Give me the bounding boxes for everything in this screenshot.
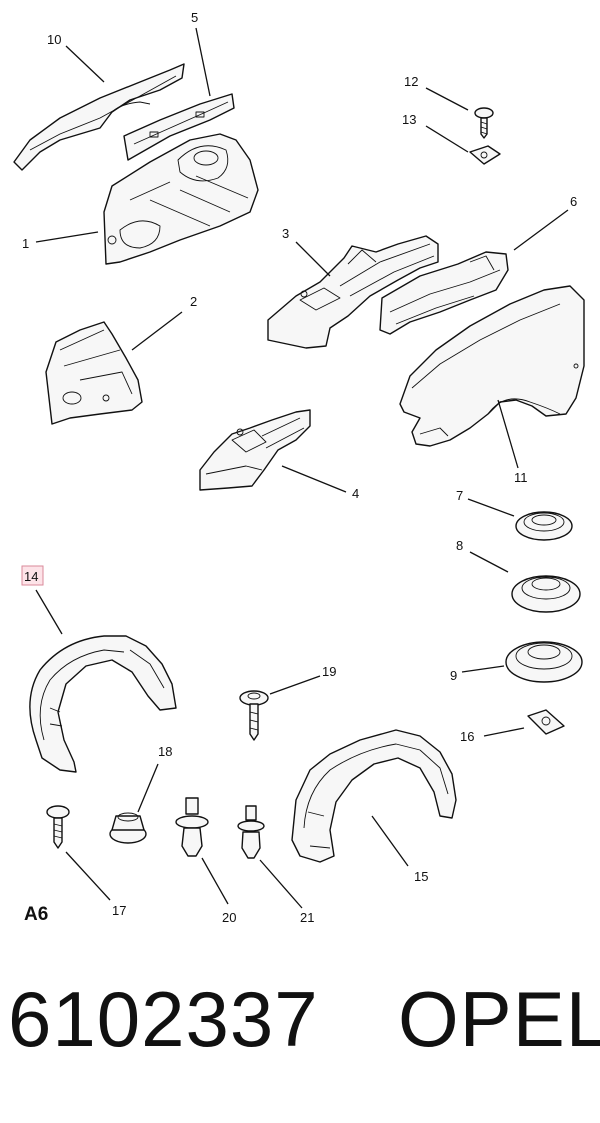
callout-20: 20	[222, 910, 236, 925]
callout-12: 12	[404, 74, 418, 89]
part-21-plastic-rivet	[237, 805, 265, 859]
callout-6: 6	[570, 194, 577, 209]
part-1-inner-wheelhouse	[103, 133, 259, 265]
callout-3: 3	[282, 226, 289, 241]
part-7-grommet-small	[515, 511, 573, 541]
callout-9: 9	[450, 668, 457, 683]
callout-18: 18	[158, 744, 172, 759]
section-label: A6	[24, 904, 49, 925]
part-4-lower-longitudinal-member	[199, 409, 311, 491]
part-12-bolt	[474, 107, 494, 139]
part-9-grommet-large	[505, 641, 583, 683]
callout-19: 19	[322, 664, 336, 679]
callout-10: 10	[47, 32, 61, 47]
callout-16: 16	[460, 729, 474, 744]
part-2-front-apron	[45, 321, 143, 425]
brand-name: OPEL	[398, 975, 600, 1063]
callout-5: 5	[191, 10, 198, 25]
callout-1: 1	[22, 236, 29, 251]
part-18-hex-nut	[109, 812, 147, 844]
callout-7: 7	[456, 488, 463, 503]
part-15-wheelhouse-liner-rear	[291, 729, 457, 863]
part-8-grommet-medium	[511, 575, 581, 613]
callout-17: 17	[112, 903, 126, 918]
part-13-clip-nut	[469, 145, 501, 165]
highlight-box-14	[21, 565, 44, 586]
part-17-screw	[46, 805, 70, 849]
part-20-push-rivet	[175, 797, 209, 857]
callout-11: 11	[514, 470, 528, 485]
part-14-wheelhouse-liner-front	[29, 635, 177, 773]
callout-13: 13	[402, 112, 416, 127]
part-11-front-fender	[399, 285, 585, 447]
part-5-fender-support-rail	[123, 93, 235, 161]
part-number: 6102337	[8, 975, 319, 1063]
callout-14: 14	[24, 569, 38, 584]
part-16-speed-nut	[527, 709, 565, 735]
callout-4: 4	[352, 486, 359, 501]
callout-8: 8	[456, 538, 463, 553]
callout-2: 2	[190, 294, 197, 309]
part-6-fender-upper-rail	[379, 251, 509, 335]
part-19-washer-screw	[239, 690, 269, 741]
leader-lines	[35, 27, 569, 909]
part-3-front-longitudinal-member	[267, 235, 439, 349]
callouts: 10 5 1 2 3 4 6 11 12 13 7 8 9 16 14 15 1…	[22, 10, 577, 925]
part-10-fender-upper-flange	[13, 63, 185, 171]
callout-21: 21	[300, 910, 314, 925]
callout-15: 15	[414, 869, 428, 884]
